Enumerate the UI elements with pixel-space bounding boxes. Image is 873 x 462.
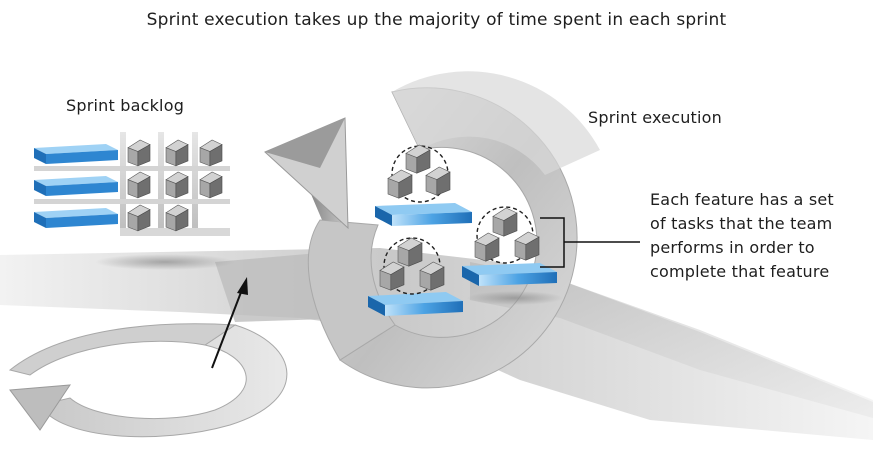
feature-tasks-callout: Each feature has a set of tasks that the… xyxy=(650,188,834,284)
sprint-backlog-label: Sprint backlog xyxy=(66,96,185,115)
task-cube-icon xyxy=(127,171,151,199)
small-cycle-arrowhead xyxy=(9,384,71,431)
task-cube-icon xyxy=(165,204,189,232)
callout-line: Each feature has a set xyxy=(650,190,834,209)
backlog-feature-1 xyxy=(34,144,118,164)
small-cycle-ring xyxy=(8,323,288,438)
task-cube-icon xyxy=(165,171,189,199)
sprint-execution-label: Sprint execution xyxy=(588,108,723,127)
diagram-title: Sprint execution takes up the majority o… xyxy=(146,10,727,30)
task-cube-icon xyxy=(425,166,451,196)
sprint-backlog-grid xyxy=(34,132,235,270)
task-cube-icon xyxy=(127,204,151,232)
task-cube-icon xyxy=(397,237,423,267)
backlog-feature-3 xyxy=(34,208,118,228)
task-cube-icon xyxy=(387,169,413,199)
task-cube-icon xyxy=(379,261,405,291)
backlog-feature-2 xyxy=(34,176,118,196)
execution-features xyxy=(368,144,563,316)
task-cube-icon xyxy=(199,171,223,199)
task-cube-icon xyxy=(405,144,431,174)
task-cube-icon xyxy=(199,139,223,167)
pointer-arrow xyxy=(211,277,248,369)
task-cube-icon xyxy=(492,207,518,237)
callout-line: complete that feature xyxy=(650,262,830,281)
execution-feature-b xyxy=(462,206,557,286)
task-cube-icon xyxy=(127,139,151,167)
sprint-execution-ring xyxy=(264,71,600,389)
callout-line: performs in order to xyxy=(650,238,815,257)
task-cube-icon xyxy=(514,231,540,261)
backlog-shadow xyxy=(95,254,235,270)
task-cube-icon xyxy=(165,139,189,167)
task-cube-icon xyxy=(474,232,500,262)
execution-feature-c xyxy=(368,237,463,316)
callout-bracket xyxy=(540,217,640,268)
task-cube-icon xyxy=(419,261,445,291)
feature-shadow xyxy=(467,291,563,305)
callout-line: of tasks that the team xyxy=(650,214,833,233)
